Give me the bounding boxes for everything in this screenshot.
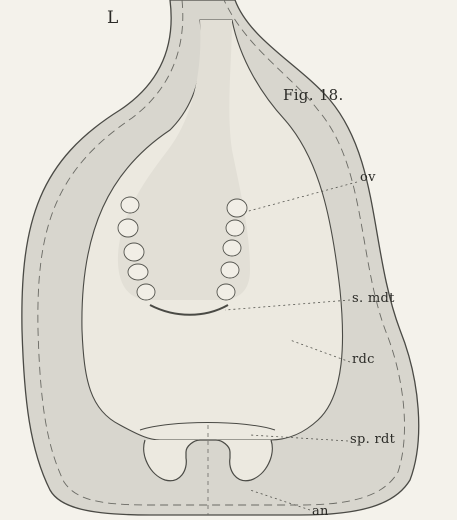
label-an: an	[312, 504, 329, 519]
figure-title: Fig. 18.	[283, 86, 344, 104]
label-sp-rdt: sp. rdt	[350, 432, 395, 447]
corner-label: L	[107, 8, 119, 28]
label-rdc: rdc	[352, 352, 375, 367]
label-s-mdt: s. mdt	[352, 291, 395, 306]
label-ov: ov	[360, 170, 376, 185]
